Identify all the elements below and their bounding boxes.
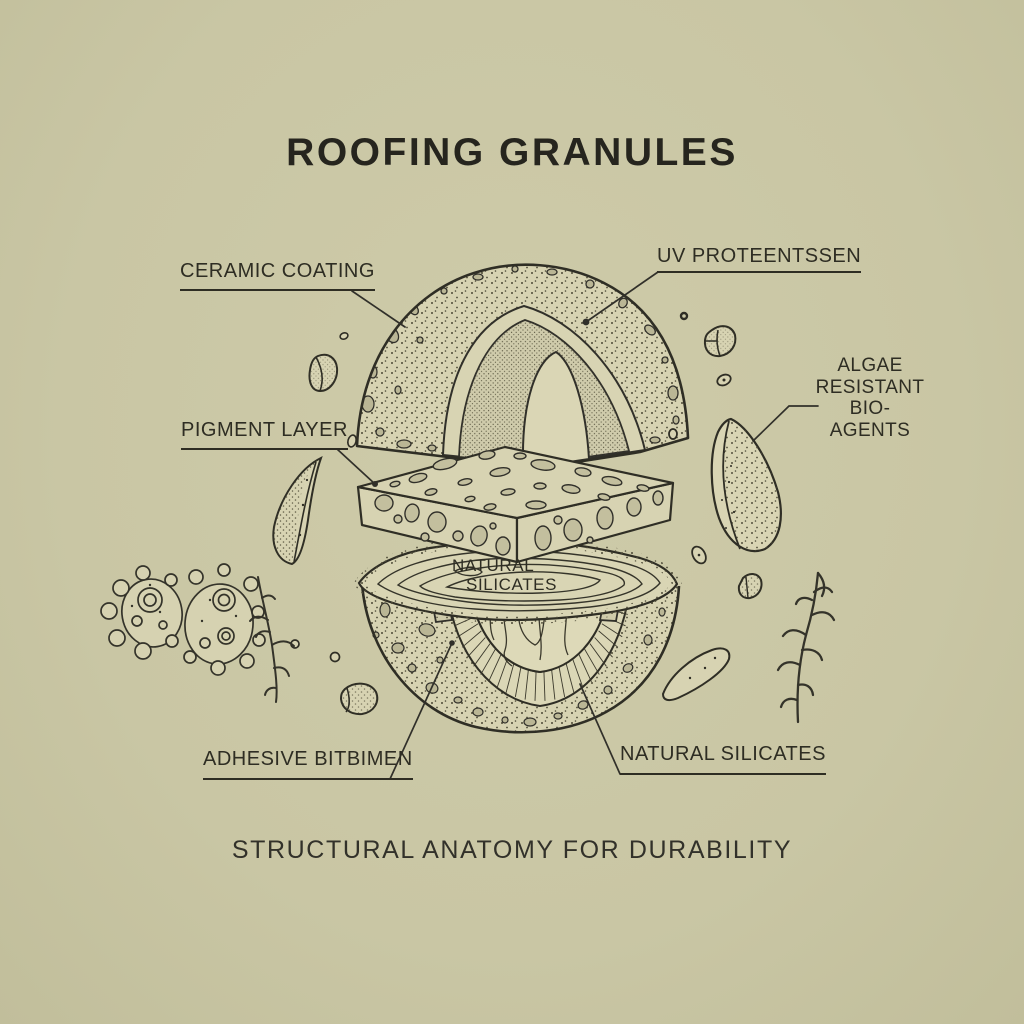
fragment-shard-bottom-left [339,682,379,716]
fragment-dot [347,434,357,448]
fragment-crescent-left [272,456,323,566]
slab-side-blobs [374,490,664,556]
pigment-layer-slab [356,445,675,564]
label-core-line1: NATURAL [452,556,535,575]
fragment-dot [339,332,349,340]
label-algae-line3: BIO-AGENTS [829,398,911,441]
top-hemisphere-ceramic-shell [355,263,690,469]
label-algae-line2: RESISTANT [815,376,925,398]
fragment-oval-small [691,545,707,565]
leader-ceramic [351,290,406,328]
left-root-sprig [249,576,295,703]
caption: STRUCTURAL ANATOMY FOR DURABILITY [231,836,793,864]
leader-pigment [336,448,376,485]
label-core-line2: SILICATES [466,575,558,594]
fragment-shard-right [737,573,763,600]
fragment-dot [668,428,678,440]
label-algae-resistant-bio-agents: ALGAE RESISTANT BIO-AGENTS [812,355,928,441]
uv-anchor-dot [582,318,590,326]
leader-adhesive [389,642,453,780]
fragment-bean [716,373,732,387]
label-natural-silicates: NATURAL SILICATES [620,743,826,775]
fragment-teardrop-left [308,353,339,393]
leader-uv [585,271,659,323]
bottom-hemisphere-core [353,536,683,734]
fragment-dot [329,651,341,663]
adhesive-fiber-lines [451,600,629,701]
slab-top-blobs [389,450,650,511]
algae-granule [710,417,782,553]
leader-algae [752,405,819,442]
leader-lines [336,271,819,780]
fragment-shard-top-right [703,325,737,358]
label-ceramic-coating: CERAMIC COATING [180,260,375,291]
fragment-dot [679,311,689,321]
label-algae-line1: ALGAE [837,355,903,376]
pigment-anchor-dot [372,481,378,487]
leader-silicates [579,683,621,775]
label-natural-silicates-center: NATURAL SILICATES [452,556,557,594]
label-pigment-layer: PIGMENT LAYER [181,419,348,450]
label-uv-protectants: UV PROTEENTSSEN [657,245,862,273]
silicate-rim-contours [353,536,683,625]
label-adhesive-bitumen: ADHESIVE BITBIMEN [203,748,413,780]
right-root [776,571,836,724]
bio-agent-microbes [100,563,266,676]
fragment-elongated [661,647,731,702]
shell-speckles [372,587,666,727]
page-title: ROOFING GRANULES [286,131,738,174]
adhesive-anchor-dot [449,640,455,646]
